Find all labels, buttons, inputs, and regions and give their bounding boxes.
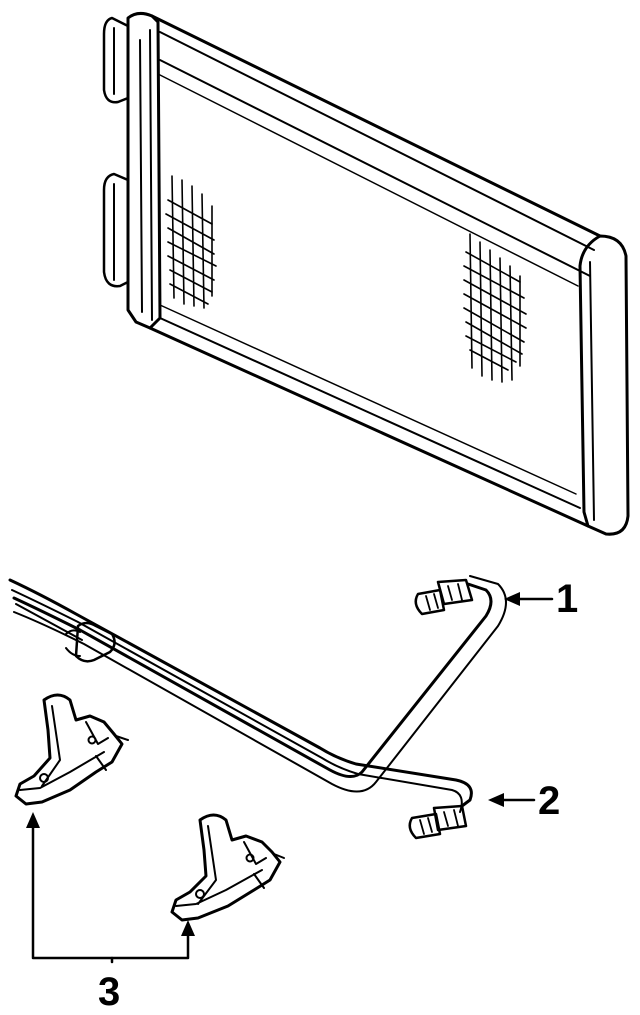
- fitting-upper: [414, 578, 474, 616]
- arrowhead-icon: [26, 812, 40, 828]
- callout-label-3: 3: [98, 970, 120, 1014]
- bracket-left: [14, 693, 129, 806]
- fin-hatch-left: [165, 175, 217, 309]
- callout-2: 2: [488, 779, 560, 823]
- callout-label-2: 2: [538, 779, 560, 823]
- arrowhead-icon: [504, 592, 520, 606]
- fin-hatch-right: [463, 233, 527, 383]
- fitting-lower: [408, 804, 468, 840]
- arrowhead-icon: [181, 920, 195, 936]
- arrowhead-icon: [488, 793, 504, 807]
- callout-label-1: 1: [556, 577, 578, 621]
- cooler-lines: [8, 575, 507, 840]
- callout-1: 1: [504, 577, 578, 621]
- callout-3: 3: [26, 812, 195, 1014]
- bracket-right: [170, 813, 285, 922]
- cooler-core: [102, 11, 630, 536]
